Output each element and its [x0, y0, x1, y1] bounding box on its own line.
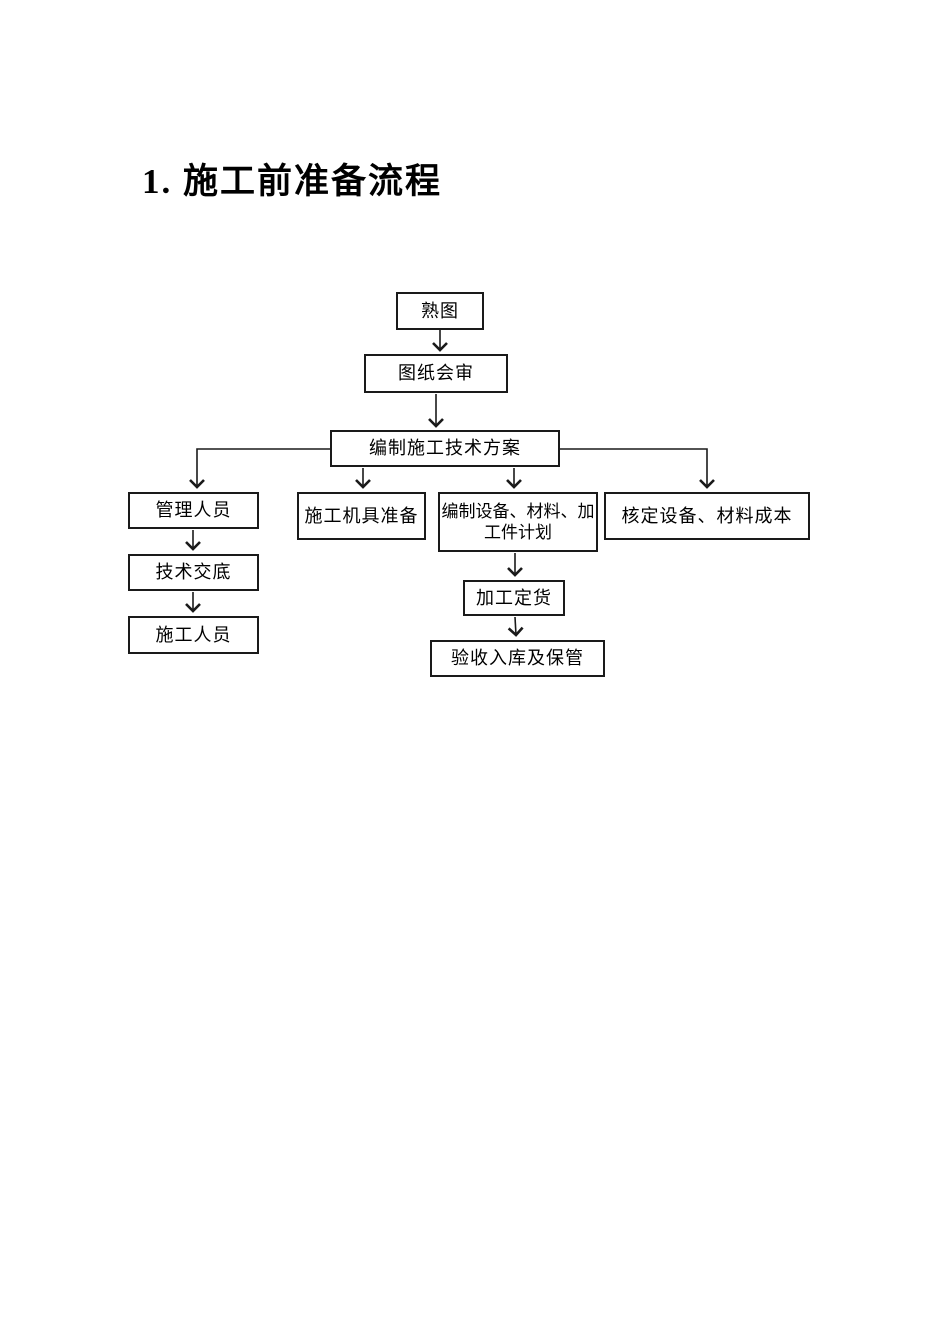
node-technical-disclosure: 技术交底	[128, 554, 259, 591]
connector-plan-to-management	[189, 448, 330, 489]
node-technical-plan: 编制施工技术方案	[330, 430, 560, 467]
node-materials-plan: 编制设备、材料、加工件计划	[438, 492, 598, 552]
connector-plan-to-cost	[560, 448, 715, 489]
node-acceptance-storage: 验收入库及保管	[430, 640, 605, 677]
node-drawing-review: 图纸会审	[364, 354, 508, 393]
page-title: 1. 施工前准备流程	[142, 162, 443, 201]
node-processing-order: 加工定货	[463, 580, 565, 616]
node-construction-staff: 施工人员	[128, 616, 259, 654]
node-cost-verification: 核定设备、材料成本	[604, 492, 810, 540]
connector-order-to-storage	[507, 616, 524, 637]
node-equipment-prep: 施工机具准备	[297, 492, 426, 540]
node-management-staff: 管理人员	[128, 492, 259, 529]
node-study-drawings: 熟图	[396, 292, 484, 330]
